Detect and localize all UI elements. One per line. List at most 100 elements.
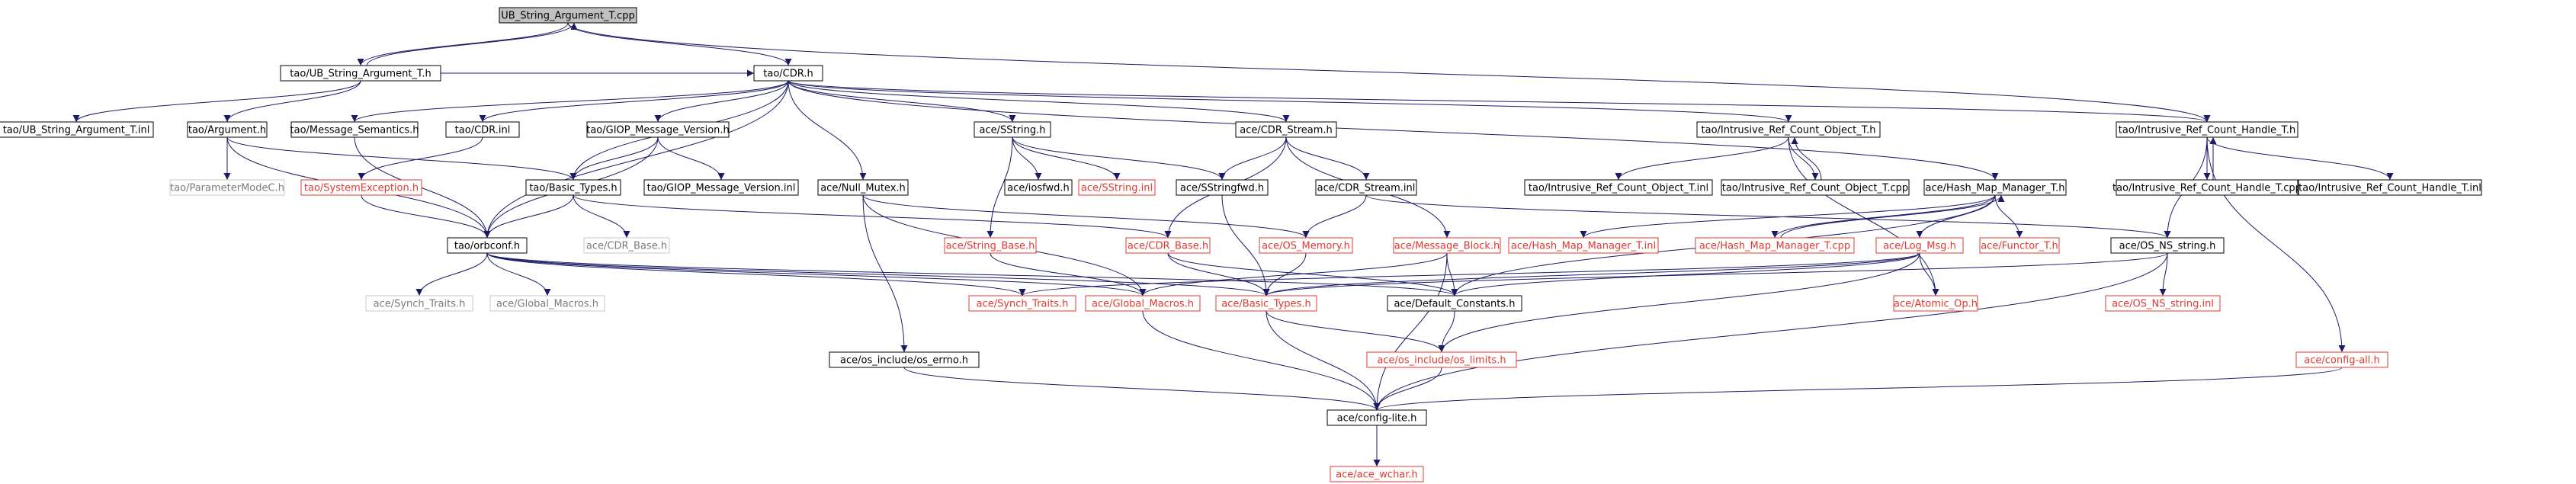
node-label: ace/Default_Constants.h xyxy=(1394,299,1515,310)
node-hmm-cpp[interactable]: ace/Hash_Map_Manager_T.cpp xyxy=(1695,237,1855,254)
node-box xyxy=(489,295,605,312)
node-box xyxy=(2110,237,2225,254)
node-giop-h[interactable]: tao/GIOP_Message_Version.h xyxy=(586,121,730,138)
dependency-edge xyxy=(567,22,792,66)
node-ubsa-h[interactable]: tao/UB_String_Argument_T.h xyxy=(280,65,441,82)
node-cdrstream-h[interactable]: ace/CDR_Stream.h xyxy=(1235,121,1337,138)
node-cdrbase-tao[interactable]: ace/CDR_Base.h xyxy=(583,237,670,254)
dependency-edge xyxy=(1791,136,1822,181)
node-basictypes-ace[interactable]: ace/Basic_Types.h xyxy=(1215,295,1317,312)
node-label: ace/os_include/os_errno.h xyxy=(840,355,968,367)
node-osns-inl[interactable]: ace/OS_NS_string.inl xyxy=(2105,295,2221,312)
node-box xyxy=(2116,179,2299,196)
dependency-edge xyxy=(483,80,789,239)
node-irco-inl[interactable]: tao/Intrusive_Ref_Count_Object_T.inl xyxy=(1524,179,1713,196)
node-globalmacros-red[interactable]: ace/Global_Macros.h xyxy=(1085,295,1201,312)
node-stringbase[interactable]: ace/String_Base.h xyxy=(944,237,1037,254)
dependency-edge xyxy=(358,136,483,181)
node-orbconf[interactable]: tao/orbconf.h xyxy=(447,237,528,254)
node-irch-h[interactable]: tao/Intrusive_Ref_Count_Handle_T.h xyxy=(2116,121,2299,138)
node-sstringfwd[interactable]: ace/SStringfwd.h xyxy=(1176,179,1269,196)
node-ubsa-inl[interactable]: tao/UB_String_Argument_T.inl xyxy=(0,121,154,138)
node-label: ace/Hash_Map_Manager_T.inl xyxy=(1511,241,1656,252)
node-label: ace/Synch_Traits.h xyxy=(374,299,466,310)
dependency-edge xyxy=(1262,252,1920,296)
node-msgsem[interactable]: tao/Message_Semantics.h xyxy=(290,121,419,138)
dependency-edge xyxy=(1302,194,1367,239)
node-osmem[interactable]: ace/OS_Memory.h xyxy=(1259,237,1353,254)
node-label: tao/ParameterModeC.h xyxy=(170,183,284,194)
node-cdrbase-ace[interactable]: ace/CDR_Base.h xyxy=(1125,237,1211,254)
node-cdr-h[interactable]: tao/CDR.h xyxy=(753,65,823,82)
node-hmm-inl[interactable]: ace/Hash_Map_Manager_T.inl xyxy=(1508,237,1659,254)
node-sstring-inl[interactable]: ace/SString.inl xyxy=(1078,179,1156,196)
node-irco-h[interactable]: tao/Intrusive_Ref_Count_Object_T.h xyxy=(1696,121,1881,138)
node-label: tao/CDR.h xyxy=(763,69,813,80)
node-synch-red[interactable]: ace/Synch_Traits.h xyxy=(968,295,1076,312)
node-giop-inl[interactable]: tao/GIOP_Message_Version.inl xyxy=(643,179,799,196)
node-label: tao/GIOP_Message_Version.h xyxy=(586,125,730,136)
node-label: ace/config-lite.h xyxy=(1337,413,1417,425)
node-irco-cpp[interactable]: tao/Intrusive_Ref_Count_Object_T.cpp xyxy=(1721,179,1910,196)
node-acewchar[interactable]: ace/ace_wchar.h xyxy=(1330,466,1424,482)
node-basictypes-tao[interactable]: tao/Basic_Types.h xyxy=(525,179,621,196)
dependency-edge xyxy=(1438,252,1920,353)
dependency-edge xyxy=(1012,136,1121,181)
node-hmm-h[interactable]: ace/Hash_Map_Manager_T.h xyxy=(1923,179,2067,196)
node-box xyxy=(1326,409,1427,426)
node-sysexc[interactable]: tao/SystemException.h xyxy=(300,179,422,196)
node-functor[interactable]: ace/Functor_T.h xyxy=(1979,237,2060,254)
node-osns-h[interactable]: ace/OS_NS_string.h xyxy=(2110,237,2225,254)
node-label: tao/Intrusive_Ref_Count_Handle_T.inl xyxy=(2299,183,2481,194)
node-layer: UB_String_Argument_T.cpp tao/UB_String_Ar… xyxy=(0,7,2482,482)
node-label: tao/Basic_Types.h xyxy=(529,183,617,194)
node-label: ace/CDR_Stream.inl xyxy=(1317,183,1416,194)
node-nullmutex[interactable]: ace/Null_Mutex.h xyxy=(817,179,909,196)
node-box xyxy=(1508,237,1659,254)
node-configall[interactable]: ace/config-all.h xyxy=(2295,351,2388,368)
node-label: ace/Atomic_Op.h xyxy=(1894,299,1978,310)
node-cdrstream-inl[interactable]: ace/CDR_Stream.inl xyxy=(1315,179,1417,196)
node-sstring-h[interactable]: ace/SString.h xyxy=(974,121,1051,138)
node-box xyxy=(365,295,473,312)
node-synch-grey[interactable]: ace/Synch_Traits.h xyxy=(365,295,473,312)
node-box xyxy=(944,237,1037,254)
node-box xyxy=(0,121,154,138)
dependency-edge xyxy=(2206,136,2346,353)
dependency-edge xyxy=(788,80,1999,181)
node-configlite[interactable]: ace/config-lite.h xyxy=(1326,409,1427,426)
node-oserrno[interactable]: ace/os_include/os_errno.h xyxy=(829,351,980,368)
node-box xyxy=(499,7,637,24)
node-arg-h[interactable]: tao/Argument.h xyxy=(187,121,268,138)
node-irch-cpp[interactable]: tao/Intrusive_Ref_Count_Handle_T.cpp xyxy=(2112,179,2302,196)
node-cdr-inl[interactable]: tao/CDR.inl xyxy=(445,121,520,138)
dependency-edge xyxy=(486,252,1458,296)
node-globalmacros-grey[interactable]: ace/Global_Macros.h xyxy=(489,295,605,312)
node-box xyxy=(1125,237,1211,254)
node-oslimits[interactable]: ace/os_include/os_limits.h xyxy=(1366,351,1517,368)
node-msgblock[interactable]: ace/Message_Block.h xyxy=(1393,237,1501,254)
dependency-edge xyxy=(657,136,725,181)
node-box xyxy=(2298,179,2482,196)
node-box xyxy=(583,237,670,254)
node-label: ace/SString.h xyxy=(980,125,1046,136)
node-logmsg[interactable]: ace/Log_Msg.h xyxy=(1875,237,1964,254)
node-iosfwd[interactable]: ace/iosfwd.h xyxy=(1004,179,1073,196)
node-box xyxy=(1235,121,1337,138)
dependency-edge xyxy=(788,80,1792,123)
node-label: ace/OS_NS_string.inl xyxy=(2112,299,2214,310)
node-pmodec[interactable]: tao/ParameterModeC.h xyxy=(169,179,285,196)
dependency-edge xyxy=(486,252,1026,296)
node-label: ace/CDR_Stream.h xyxy=(1240,125,1333,136)
node-label: tao/Intrusive_Ref_Count_Object_T.inl xyxy=(1529,183,1708,194)
node-defconst[interactable]: ace/Default_Constants.h xyxy=(1387,295,1522,312)
dependency-edge xyxy=(72,80,361,123)
node-irch-inl[interactable]: tao/Intrusive_Ref_Count_Handle_T.inl xyxy=(2298,179,2482,196)
node-box xyxy=(2295,351,2388,368)
dependency-edge xyxy=(226,136,577,181)
node-box xyxy=(1215,295,1317,312)
node-atomicop[interactable]: ace/Atomic_Op.h xyxy=(1893,295,1978,312)
dependency-edge xyxy=(862,194,1310,239)
node-root[interactable]: UB_String_Argument_T.cpp xyxy=(499,7,637,24)
